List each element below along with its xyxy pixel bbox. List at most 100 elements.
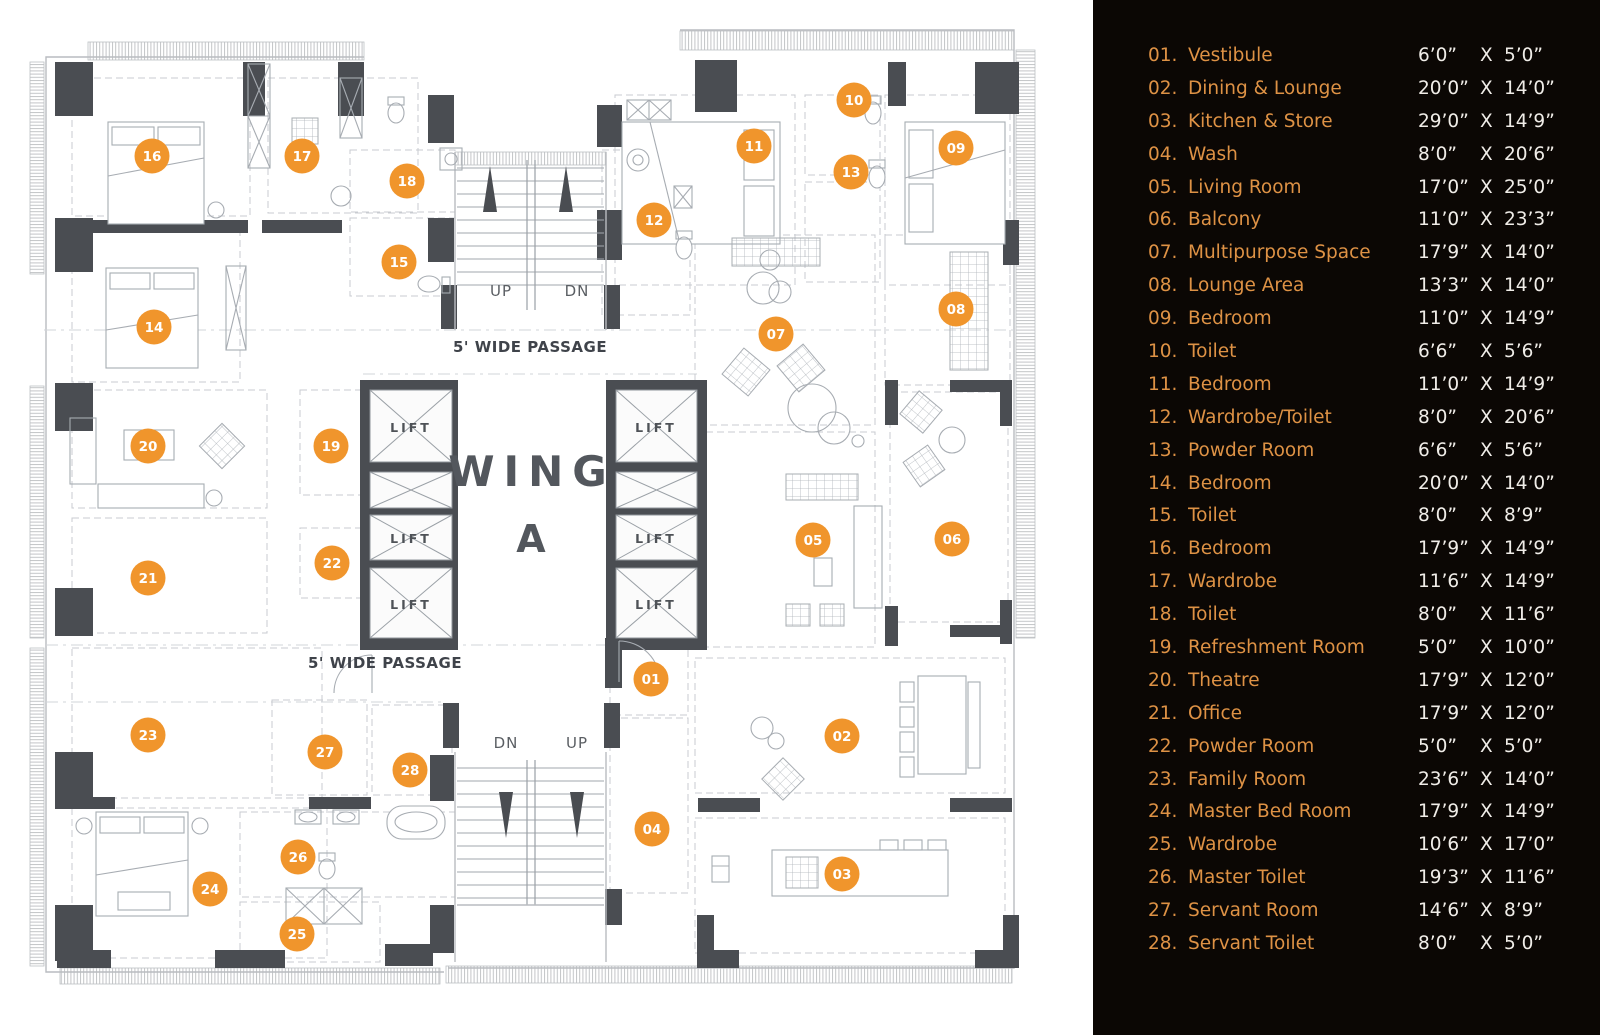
room-marker-08: 08 [938, 291, 974, 327]
legend-item-width: 17’9” [1418, 669, 1469, 691]
legend-item-width: 17’0” [1418, 176, 1469, 198]
svg-text:15: 15 [390, 255, 409, 271]
legend-item-name: Wardrobe [1188, 834, 1278, 856]
legend-item-name: Vestibule [1188, 44, 1273, 66]
legend-item-separator: X [1480, 867, 1493, 889]
svg-text:28: 28 [401, 763, 420, 779]
legend-item-separator: X [1480, 604, 1493, 626]
legend-item-separator: X [1480, 932, 1493, 954]
legend-item-number: 02. [1148, 77, 1178, 99]
svg-text:04: 04 [643, 822, 662, 838]
svg-text:07: 07 [767, 327, 786, 343]
legend-item-name: Wash [1188, 143, 1238, 165]
legend-item-number: 12. [1148, 406, 1178, 428]
legend-item-number: 11. [1148, 373, 1178, 395]
legend-item-separator: X [1480, 143, 1493, 165]
legend-item-separator: X [1480, 308, 1493, 330]
room-marker-27: 27 [307, 734, 343, 770]
legend-item-name: Powder Room [1188, 735, 1315, 757]
svg-text:09: 09 [947, 141, 966, 157]
legend-item-name: Balcony [1188, 209, 1262, 231]
legend-item-height: 5’0” [1504, 44, 1544, 66]
room-marker-26: 26 [280, 839, 316, 875]
legend-item-separator: X [1480, 834, 1493, 856]
lift-label: LIFT [390, 420, 432, 435]
room-marker-07: 07 [758, 316, 794, 352]
legend-item-number: 19. [1148, 636, 1178, 658]
legend-item-height: 14’9” [1504, 571, 1555, 593]
legend-item-name: Bedroom [1188, 472, 1272, 494]
svg-text:27: 27 [316, 745, 335, 761]
legend-item-width: 13’3” [1418, 275, 1469, 297]
legend-item-separator: X [1480, 242, 1493, 264]
svg-text:21: 21 [139, 571, 158, 587]
room-marker-12: 12 [636, 202, 672, 238]
legend-item-number: 10. [1148, 340, 1178, 362]
legend-item-number: 01. [1148, 44, 1178, 66]
legend-item-number: 13. [1148, 439, 1178, 461]
svg-text:10: 10 [845, 93, 864, 109]
room-marker-11: 11 [736, 128, 772, 164]
room-marker-23: 23 [130, 717, 166, 753]
toilet-icon [318, 852, 336, 880]
down-arrow-icon [499, 792, 513, 838]
bed-icon [75, 811, 209, 917]
svg-text:11: 11 [745, 139, 764, 155]
sofa-icon [785, 383, 883, 627]
lift-core-right: LIFT LIFT LIFT [606, 380, 707, 650]
up-arrow-icon [483, 166, 497, 212]
legend-item-number: 14. [1148, 472, 1178, 494]
legend-item-height: 14’0” [1504, 768, 1555, 790]
svg-text:22: 22 [323, 556, 342, 572]
washbasin-icon [626, 148, 650, 172]
legend-item-height: 17’0” [1504, 834, 1555, 856]
room-marker-19: 19 [313, 428, 349, 464]
legend-item-height: 14’9” [1504, 373, 1555, 395]
legend-item-number: 24. [1148, 801, 1178, 823]
legend-item-number: 26. [1148, 867, 1178, 889]
room-marker-09: 09 [938, 130, 974, 166]
room-marker-21: 21 [130, 560, 166, 596]
legend-item-name: Living Room [1188, 176, 1302, 198]
wing-title-line1: WING [448, 447, 616, 496]
legend-item-height: 14’0” [1504, 472, 1555, 494]
wing-title-line2: A [516, 517, 547, 561]
legend-item-name: Office [1188, 702, 1243, 724]
legend-item-number: 07. [1148, 242, 1178, 264]
sink-icon [294, 809, 360, 825]
bathtub-icon [386, 805, 446, 840]
legend-item-width: 17’9” [1418, 702, 1469, 724]
legend-item-name: Theatre [1188, 669, 1260, 691]
legend-item-width: 29’0” [1418, 110, 1469, 132]
svg-text:01: 01 [642, 672, 661, 688]
legend-item-height: 5’0” [1504, 932, 1544, 954]
legend-item-name: Bedroom [1188, 308, 1272, 330]
room-marker-13: 13 [833, 154, 869, 190]
lift-label: LIFT [635, 420, 677, 435]
legend-item-width: 8’0” [1418, 505, 1458, 527]
grid-lines [44, 329, 1014, 703]
legend-item-separator: X [1480, 340, 1493, 362]
toilet-icon [417, 275, 451, 294]
legend-item-width: 14’6” [1418, 900, 1469, 922]
lift-core-left: LIFT LIFT LIFT [360, 380, 458, 650]
toilet-icon [675, 230, 693, 260]
legend-item-separator: X [1480, 505, 1493, 527]
legend-item-name: Kitchen & Store [1188, 110, 1333, 132]
up-arrow-icon [559, 166, 573, 212]
legend-item-width: 17’9” [1418, 538, 1469, 560]
legend-item-separator: X [1480, 176, 1493, 198]
legend-item-width: 5’0” [1418, 636, 1458, 658]
legend-item-width: 23’6” [1418, 768, 1469, 790]
legend-item-height: 5’6” [1504, 439, 1544, 461]
svg-text:14: 14 [145, 320, 164, 336]
